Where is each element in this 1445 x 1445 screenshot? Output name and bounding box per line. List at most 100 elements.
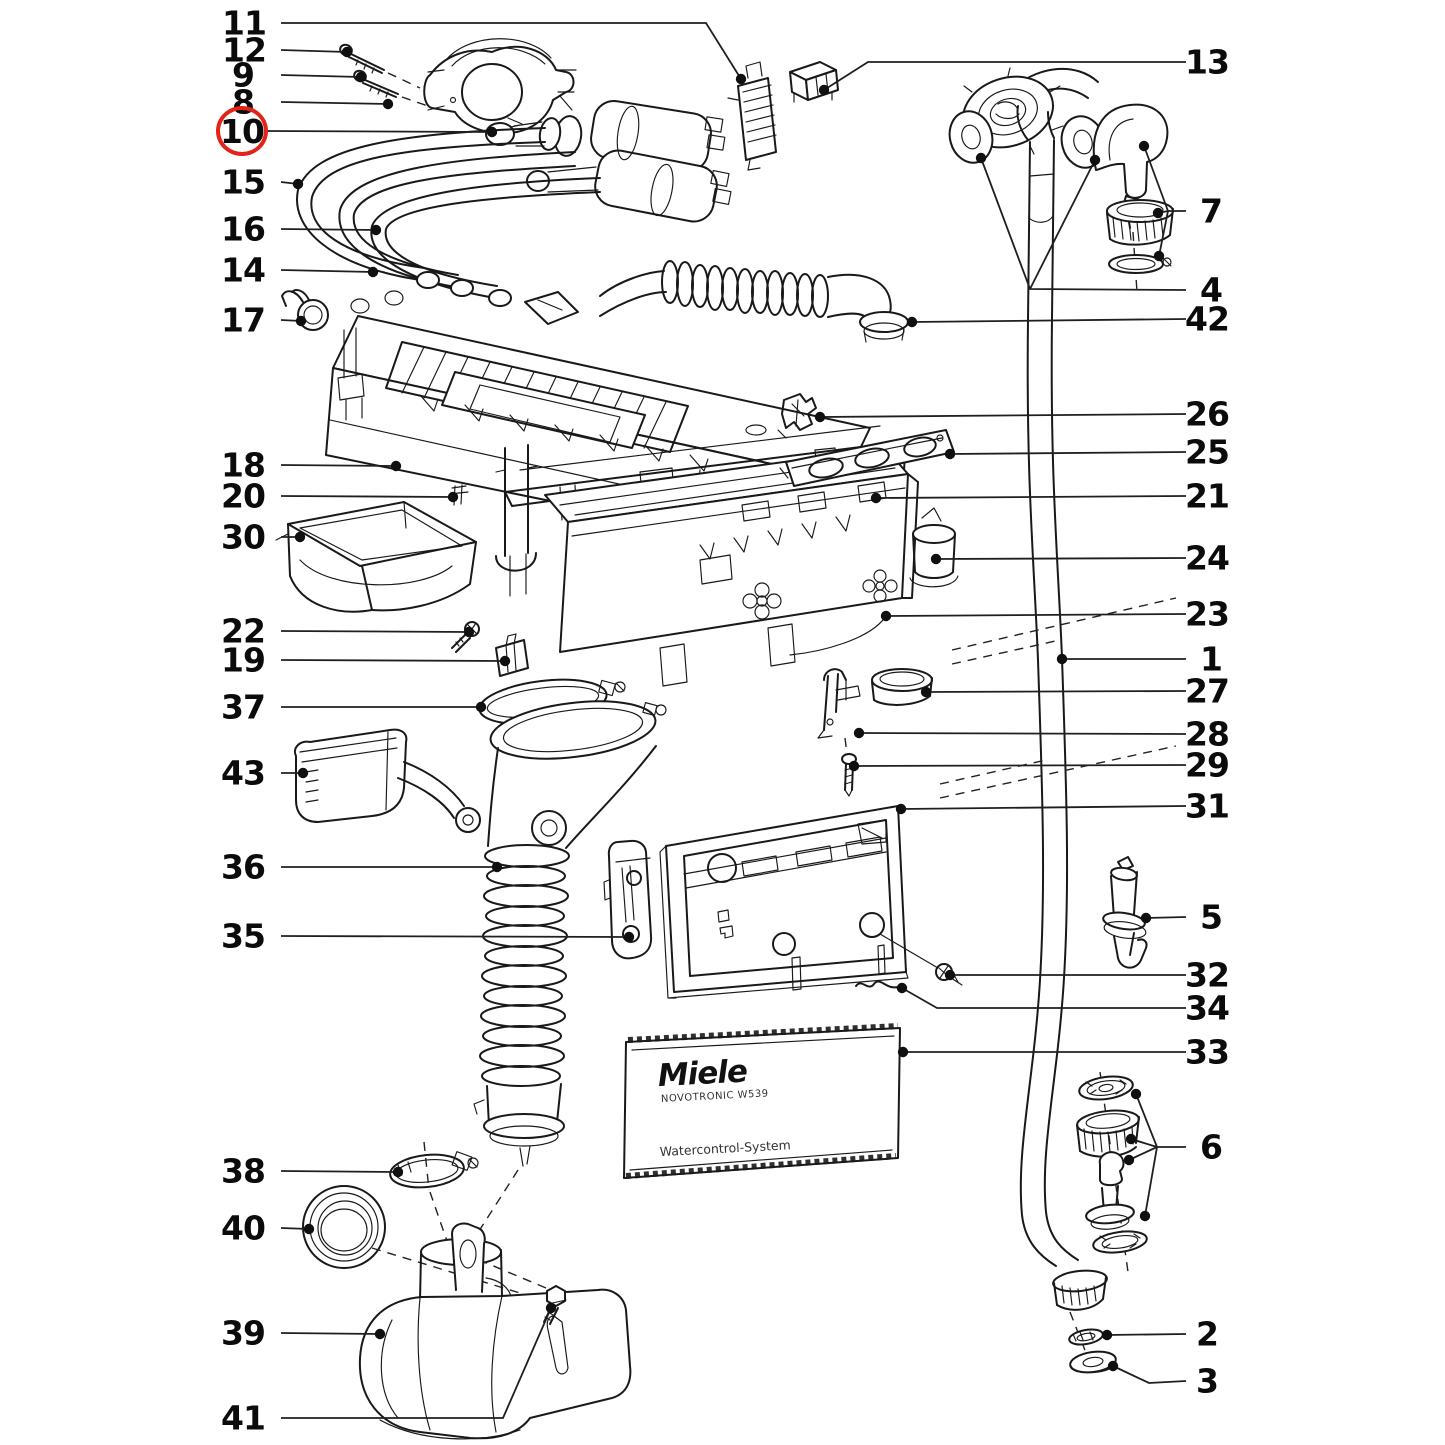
- part-label-32: 32: [1185, 955, 1230, 995]
- leader-line-23: [885, 613, 1187, 617]
- part-label-18: 18: [221, 445, 266, 485]
- sticker-system-text: Watercontrol-System: [659, 1137, 791, 1159]
- leader-line-22: [280, 630, 470, 633]
- leader-dot-6: [1139, 1210, 1151, 1222]
- leader-line-12: [280, 49, 348, 53]
- leader-dot-23: [880, 610, 892, 622]
- part-label-27: 27: [1185, 671, 1230, 711]
- filter-stack: [1076, 1071, 1148, 1273]
- part-label-4: 4: [1200, 270, 1223, 310]
- leader-line-35: [280, 935, 630, 938]
- part-label-13: 13: [1185, 42, 1230, 82]
- tap-filter: [1106, 199, 1174, 246]
- leader-dot-35: [623, 931, 635, 943]
- leader-line-24: [935, 557, 1187, 560]
- leader-line-6: [1135, 1093, 1158, 1148]
- leader-line-25: [949, 451, 1187, 455]
- leader-dot-21: [870, 492, 882, 504]
- part-label-28: 28: [1185, 714, 1230, 754]
- leader-dot-43: [297, 767, 309, 779]
- leader-line-2: [1106, 1333, 1187, 1336]
- part-label-38: 38: [221, 1151, 266, 1191]
- leader-line-14: [280, 269, 374, 273]
- leader-dot-16: [370, 224, 382, 236]
- leader-dot-4: [975, 152, 987, 164]
- leader-dot-18: [390, 460, 402, 472]
- leader-line-6: [1144, 1146, 1158, 1217]
- leader-dot-32: [944, 969, 956, 981]
- leader-line-41: [281, 1307, 552, 1419]
- leader-line-31: [900, 805, 1187, 810]
- leader-dot-10: [486, 126, 498, 138]
- detergent-drawer: [544, 447, 919, 687]
- leader-dot-6: [1125, 1133, 1137, 1145]
- leader-line-39: [280, 1332, 381, 1335]
- leader-dot-8: [382, 98, 394, 110]
- part-label-10: 10: [216, 106, 268, 156]
- leader-line-16: [280, 228, 377, 231]
- leader-dot-11: [735, 73, 747, 85]
- leader-line-5: [1145, 916, 1187, 919]
- part-label-37: 37: [221, 687, 266, 727]
- leader-dot-9: [355, 71, 367, 83]
- leader-line-27: [925, 690, 1187, 693]
- leader-line-8: [280, 101, 389, 105]
- leader-dot-30: [294, 531, 306, 543]
- part-label-42: 42: [1185, 299, 1230, 339]
- measuring-scoop: [294, 728, 481, 833]
- leader-dot-20: [447, 491, 459, 503]
- hoses-14-15-16: [296, 127, 601, 307]
- part-label-23: 23: [1185, 594, 1230, 634]
- part-label-21: 21: [1185, 476, 1230, 516]
- part-label-26: 26: [1185, 394, 1230, 434]
- leader-dot-7: [1138, 140, 1150, 152]
- leader-dot-6: [1130, 1088, 1142, 1100]
- leader-dot-7: [1152, 207, 1164, 219]
- part-label-17: 17: [221, 300, 266, 340]
- part-label-16: 16: [221, 209, 266, 249]
- leader-dot-31: [895, 803, 907, 815]
- leader-dot-13: [818, 84, 830, 96]
- sticker-brand-text: Miele: [657, 1053, 748, 1094]
- retainer-clip: [603, 839, 653, 960]
- leader-dot-17: [295, 315, 307, 327]
- hose-clip: [281, 289, 329, 331]
- part-label-3: 3: [1196, 1361, 1219, 1401]
- connector-board: [727, 61, 777, 171]
- leader-dot-19: [499, 655, 511, 667]
- leader-line-18: [280, 464, 397, 467]
- leader-dot-38: [392, 1166, 404, 1178]
- check-valve: [1102, 856, 1148, 969]
- leader-dot-7: [1153, 250, 1165, 262]
- leader-line-34: [901, 987, 1186, 1009]
- leader-line-3: [1112, 1365, 1187, 1384]
- leader-line-29: [853, 764, 1187, 767]
- leader-line-19: [280, 659, 506, 662]
- part-label-19: 19: [221, 640, 266, 680]
- leader-dot-37: [475, 701, 487, 713]
- leader-dot-25: [944, 448, 956, 460]
- leader-dot-5: [1140, 912, 1152, 924]
- tap-washer-lower: [1108, 254, 1172, 274]
- leader-dot-28: [853, 727, 865, 739]
- leader-dot-15: [292, 178, 304, 190]
- part-label-7: 7: [1200, 191, 1223, 231]
- airtrap-housing: [358, 1222, 632, 1440]
- hose-seal: [1068, 1328, 1104, 1346]
- leader-line-10: [265, 130, 493, 133]
- leader-dot-24: [930, 553, 942, 565]
- part-label-2: 2: [1196, 1314, 1219, 1354]
- part-label-35: 35: [221, 916, 266, 956]
- seal-wire: [855, 980, 899, 989]
- leader-line-20: [280, 495, 454, 498]
- solenoid-valve: [485, 100, 732, 223]
- part-label-34: 34: [1185, 988, 1230, 1028]
- part-label-9: 9: [232, 55, 255, 95]
- part-label-25: 25: [1185, 432, 1230, 472]
- part-label-31: 31: [1185, 786, 1230, 826]
- part-label-6: 6: [1200, 1127, 1223, 1167]
- leader-dot-39: [374, 1328, 386, 1340]
- type-sticker: Miele NOVOTRONIC W539 Watercontrol-Syste…: [623, 1023, 901, 1179]
